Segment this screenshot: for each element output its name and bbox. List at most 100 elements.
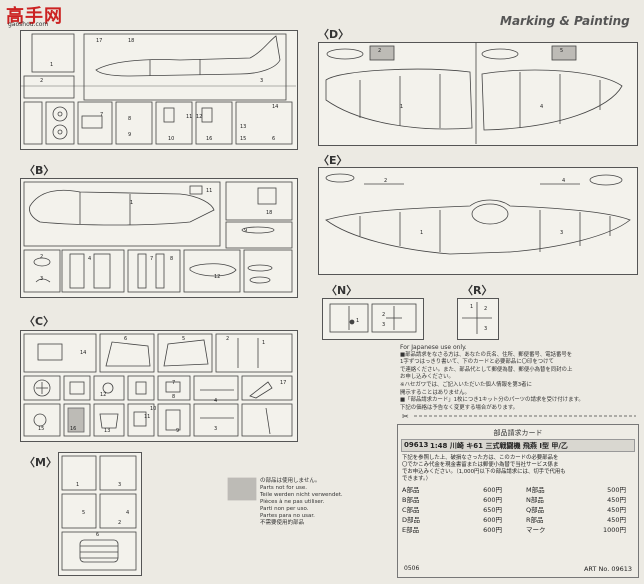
part-number: 3 [560,230,564,236]
part-number: 4 [562,178,566,184]
section-n-label: 〈N〉 [326,284,358,297]
part-number: 12 [100,392,107,398]
part-number: 17 [280,380,287,386]
part-number: 5 [560,48,564,54]
logo-main: 高手网 [6,6,63,27]
sprue-e-frame [318,167,638,275]
parts-request-notes: For Japanese use only. ■部品請求をなさる方は、あなたの氏… [400,344,640,412]
part-number: 10 [150,406,157,412]
price-value: 450円 [607,496,626,504]
price-row[interactable]: E部品 600円 [402,525,502,535]
part-number: 3 [40,276,44,282]
legend-line: Parts not for use. [260,485,308,491]
parts-request-card: 部品請求カード 09613 1:48 川崎 キ61 三式戦闘機 飛燕 I型 甲/… [397,424,639,578]
part-number: 2 [378,48,382,54]
part-number: 9 [128,132,132,138]
part-number: 6 [124,336,128,342]
note-line: ※ハセガワでは、ご記入いただいた個人情報を第3者に [400,381,532,388]
site-logo: 高手网 gaoshou.com [6,2,76,28]
part-number: 2 [40,254,44,260]
part-number: 15 [38,426,45,432]
legend-not-used: の部品は使用しません。 Parts not for use. Teile wer… [260,478,380,527]
price-value: 600円 [483,526,502,534]
sprue-c-frame [20,330,298,442]
part-number: 17 [96,38,103,44]
part-number: 13 [104,428,111,434]
part-number: 2 [226,336,230,342]
card-heading: 部品請求カード [493,429,543,437]
part-number: 1 [262,340,266,346]
note-line: ■部品請求をなさる方は、あなたの氏名、住所、郵便番号、電話番号を [400,351,573,358]
section-r-label: 〈R〉 [462,284,493,297]
part-number: 12 [214,274,221,280]
part-number: 14 [80,350,87,356]
price-value: 600円 [483,486,502,494]
section-e-label: 〈E〉 [318,154,348,167]
note-line: 下記の価格は予告なく変更する場合があります。 [400,404,519,411]
price-value: 650円 [483,506,502,514]
part-number: 1 [470,304,474,310]
price-row[interactable]: D部品 600円 [402,515,502,525]
part-number: 3 [260,78,264,84]
part-number: 1 [76,482,80,488]
part-number: 2 [484,306,488,312]
legend-line: の部品は使用しません。 [260,478,321,484]
card-code: 09613 [404,441,429,449]
card-footer-code: 0506 [404,565,420,572]
art-number: ART No. 09613 [583,565,632,573]
part-number: 2 [382,312,386,318]
price-value: 600円 [483,496,502,504]
part-number: 1 [356,318,360,324]
legend-line: Teile werden nicht verwendet. [260,492,343,498]
price-part: D部品 [402,516,421,524]
part-number: 7 [172,380,176,386]
part-number: 4 [126,510,130,516]
part-number: 8 [170,256,174,262]
card-title: 1:48 川崎 キ61 三式戦闘機 飛燕 I型 甲/乙 [430,442,568,450]
price-part: R部品 [526,516,544,524]
part-number: 1 [420,230,424,236]
card-intro: 下記を参照した上、破損なさった方は、このカードの必要部品を 〇でかこみ代金を現金… [402,455,634,483]
note-line: 1字ずつはっきり書いて、下のカードと必要部品に〇印をつけて [400,359,554,366]
legend-line: Parti non per uso. [260,506,309,512]
part-number: 16 [206,136,213,142]
note-line: で連絡ください。また、部品代として郵便為替、郵便小為替を同封の上 [400,366,573,373]
part-number: 1 [400,104,404,110]
intro-line: 下記を参照した上、破損なさった方は、このカードの必要部品を [402,455,559,461]
note-line: お申し込みください。 [400,374,454,381]
sprue-n-frame [322,298,424,340]
legend-line: Partes para no usar. [260,513,315,519]
part-number: 14 [272,104,279,110]
part-number: 2 [118,520,122,526]
part-number: 11 [206,188,213,194]
part-number: 5 [82,510,86,516]
part-number: 13 [240,124,247,130]
part-number: 16 [70,426,77,432]
part-number: 2 [384,178,388,184]
part-number: 11 [186,114,193,120]
part-number: 1 [50,62,54,68]
price-part: E部品 [402,526,420,534]
part-number: 9 [244,228,248,234]
part-number: 5 [182,336,186,342]
legend-line: 不需要使用的部品 [260,520,305,526]
part-number: 3 [214,426,218,432]
part-number: 3 [484,326,488,332]
logo-sub: gaoshou.com [8,21,49,28]
part-number: 4 [214,398,218,404]
price-value: 600円 [483,516,502,524]
part-number: 10 [168,136,175,142]
part-number: 7 [100,112,104,118]
card-title-bar: 09613 1:48 川崎 キ61 三式戦闘機 飛燕 I型 甲/乙 [401,439,635,452]
